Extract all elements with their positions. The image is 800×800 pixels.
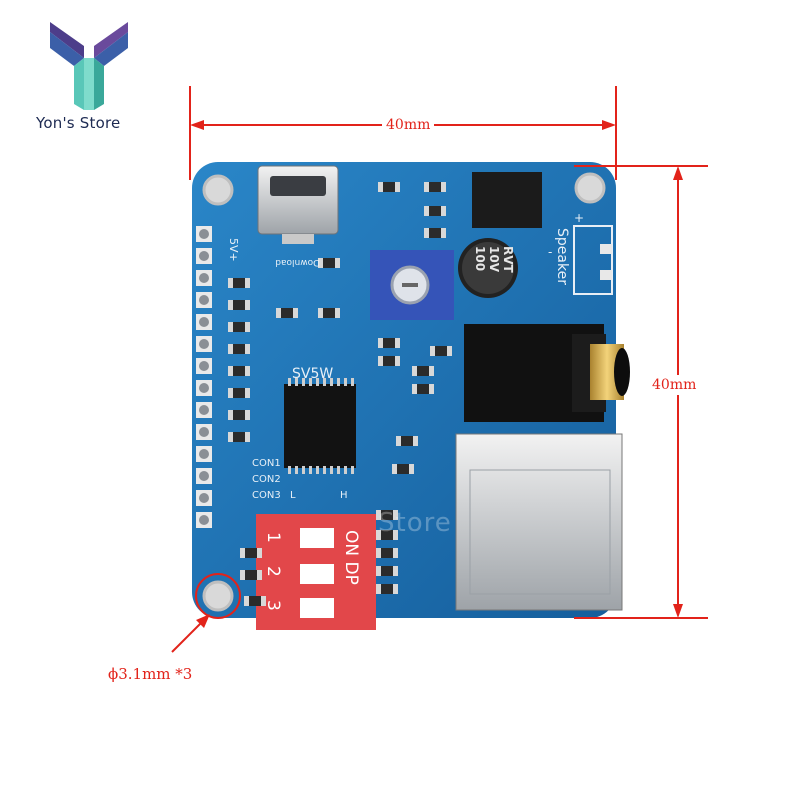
watermark-text: Store <box>378 508 452 538</box>
hole-highlight-circle <box>195 573 241 619</box>
brand-name: Yon's Store <box>36 114 121 132</box>
smd-components <box>228 182 452 606</box>
con-low-label: L <box>290 490 296 501</box>
capacitor-text-3: RVT <box>501 246 515 274</box>
capacitor-text-2: 10V <box>487 246 501 273</box>
con-high-label: H <box>340 490 348 501</box>
smd-part <box>276 308 298 318</box>
dip-switch-label: ON DP <box>341 530 361 585</box>
smd-part <box>430 346 452 356</box>
usb-silkscreen-label: Download <box>275 257 320 267</box>
smd-part <box>228 322 250 332</box>
yon-store-logo-icon <box>50 22 128 110</box>
header-pin <box>196 380 212 396</box>
smd-part <box>392 464 414 474</box>
smd-part <box>228 366 250 376</box>
width-dimension-label: 40mm <box>382 117 435 133</box>
mounting-hole <box>202 580 234 612</box>
sd-card-slot <box>455 433 623 611</box>
header-pin <box>196 512 212 528</box>
amplifier-chip <box>472 172 542 228</box>
smd-part <box>228 344 250 354</box>
dip-switch-number-3: 3 <box>263 600 283 611</box>
header-pin <box>196 314 212 330</box>
smd-part <box>240 548 262 558</box>
con1-label: CON1 <box>252 458 281 469</box>
header-pin <box>196 446 212 462</box>
header-pin <box>196 490 212 506</box>
smd-part <box>228 388 250 398</box>
header-pin <box>196 226 212 242</box>
decoder-chip <box>284 384 356 468</box>
header-pin <box>196 468 212 484</box>
smd-part <box>376 566 398 576</box>
header-pin <box>196 402 212 418</box>
smd-part <box>376 510 398 520</box>
smd-part <box>240 570 262 580</box>
smd-part <box>378 338 400 348</box>
smd-part <box>376 530 398 540</box>
hole-diameter-label: ϕ3.1mm *3 <box>108 665 193 683</box>
smd-part <box>378 356 400 366</box>
smd-part <box>376 584 398 594</box>
header-pin <box>196 292 212 308</box>
speaker-plus-label: + <box>574 211 584 225</box>
capacitor-text-1: 100 <box>473 246 487 271</box>
pin-header <box>196 226 212 528</box>
smd-part <box>376 548 398 558</box>
smd-part <box>228 410 250 420</box>
smd-part <box>412 384 434 394</box>
smd-part <box>424 228 446 238</box>
chip-silkscreen-label: SV5W <box>292 366 333 382</box>
smd-part <box>424 182 446 192</box>
dip-switch-number-2: 2 <box>263 566 283 577</box>
smd-part <box>244 596 266 606</box>
smd-part <box>228 278 250 288</box>
smd-part <box>318 258 340 268</box>
con2-label: CON2 <box>252 474 281 485</box>
header-pin <box>196 270 212 286</box>
smd-part <box>228 300 250 310</box>
smd-part <box>378 182 400 192</box>
header-pin <box>196 248 212 264</box>
smd-part <box>228 432 250 442</box>
speaker-silkscreen-label: Speaker <box>554 228 570 285</box>
smd-part <box>412 366 434 376</box>
mounting-hole <box>574 172 606 204</box>
power-silkscreen-label: 5V+ <box>227 238 240 262</box>
header-pin <box>196 336 212 352</box>
smd-part <box>424 206 446 216</box>
header-pin <box>196 424 212 440</box>
smd-part <box>396 436 418 446</box>
speaker-connector <box>573 225 613 295</box>
con3-label: CON3 <box>252 490 281 501</box>
mounting-hole <box>202 174 234 206</box>
height-dimension-label: 40mm <box>652 375 697 395</box>
speaker-minus-label: - <box>548 245 552 259</box>
dip-switch-number-1: 1 <box>263 532 283 543</box>
smd-part <box>318 308 340 318</box>
header-pin <box>196 358 212 374</box>
